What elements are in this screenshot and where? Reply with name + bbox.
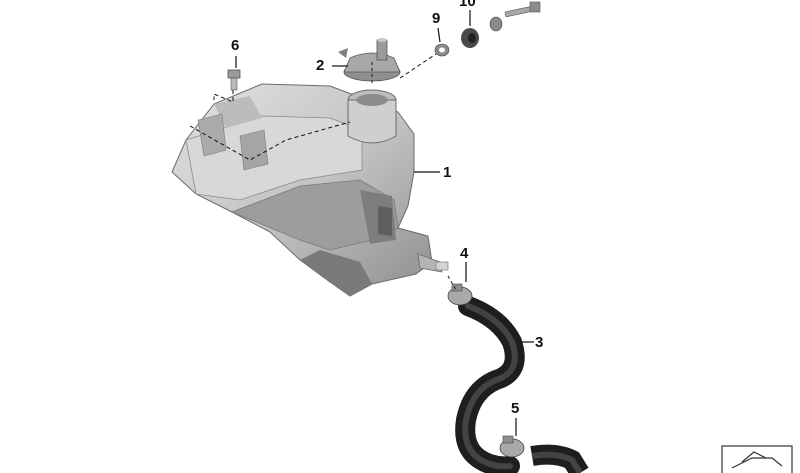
bolt [227, 69, 241, 91]
expansion-tank [171, 83, 449, 297]
coolant-hose [455, 296, 589, 473]
callout-1: 1 [443, 164, 452, 181]
washer [434, 43, 450, 57]
hose-clamp [447, 283, 473, 306]
callout-2: 2 [316, 57, 325, 74]
leader-lines [235, 10, 534, 436]
callout-5: 5 [511, 400, 520, 417]
view-thumbnail [721, 445, 793, 473]
hose-clamp-lower [499, 435, 525, 458]
callout-3: 3 [535, 334, 544, 351]
filler-cap [338, 38, 401, 82]
rubber-mount [461, 1, 541, 48]
callout-6: 6 [231, 37, 240, 54]
callout-4: 4 [460, 245, 469, 262]
callout-9: 9 [432, 10, 441, 27]
callout-10: 10 [459, 0, 476, 10]
assembly-lines [189, 53, 457, 291]
